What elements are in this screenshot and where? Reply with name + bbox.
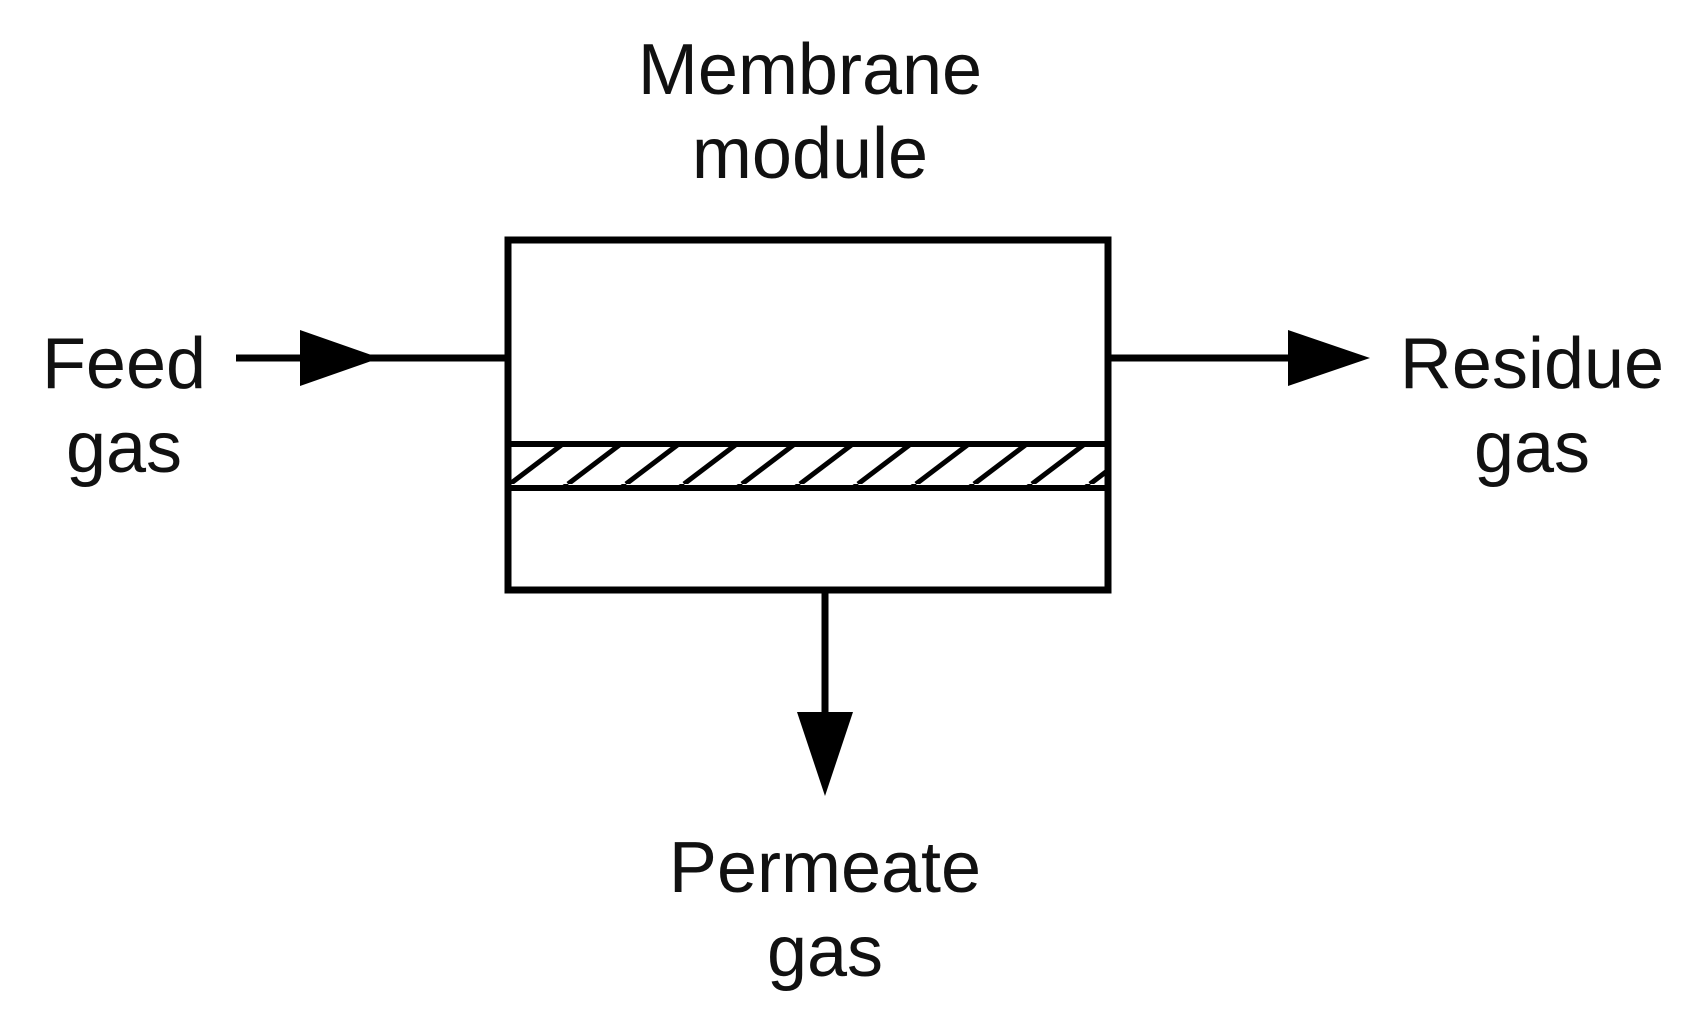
residue-label-line1: Residue (1400, 324, 1664, 404)
feed-label-line2: gas (66, 408, 182, 488)
module-label-line1: Membrane (638, 30, 982, 110)
permeate-label-line2: gas (767, 912, 883, 992)
residue-label-line2: gas (1474, 408, 1590, 488)
membrane-module-box (504, 236, 1112, 594)
feed-label-line1: Feed (42, 324, 206, 404)
permeate-label-line1: Permeate (669, 828, 981, 908)
permeate-arrowhead (797, 712, 853, 796)
module-label-line2: module (692, 114, 928, 194)
feed-arrowhead (300, 330, 380, 386)
residue-arrowhead (1288, 330, 1370, 386)
membrane-layer (505, 441, 1111, 491)
